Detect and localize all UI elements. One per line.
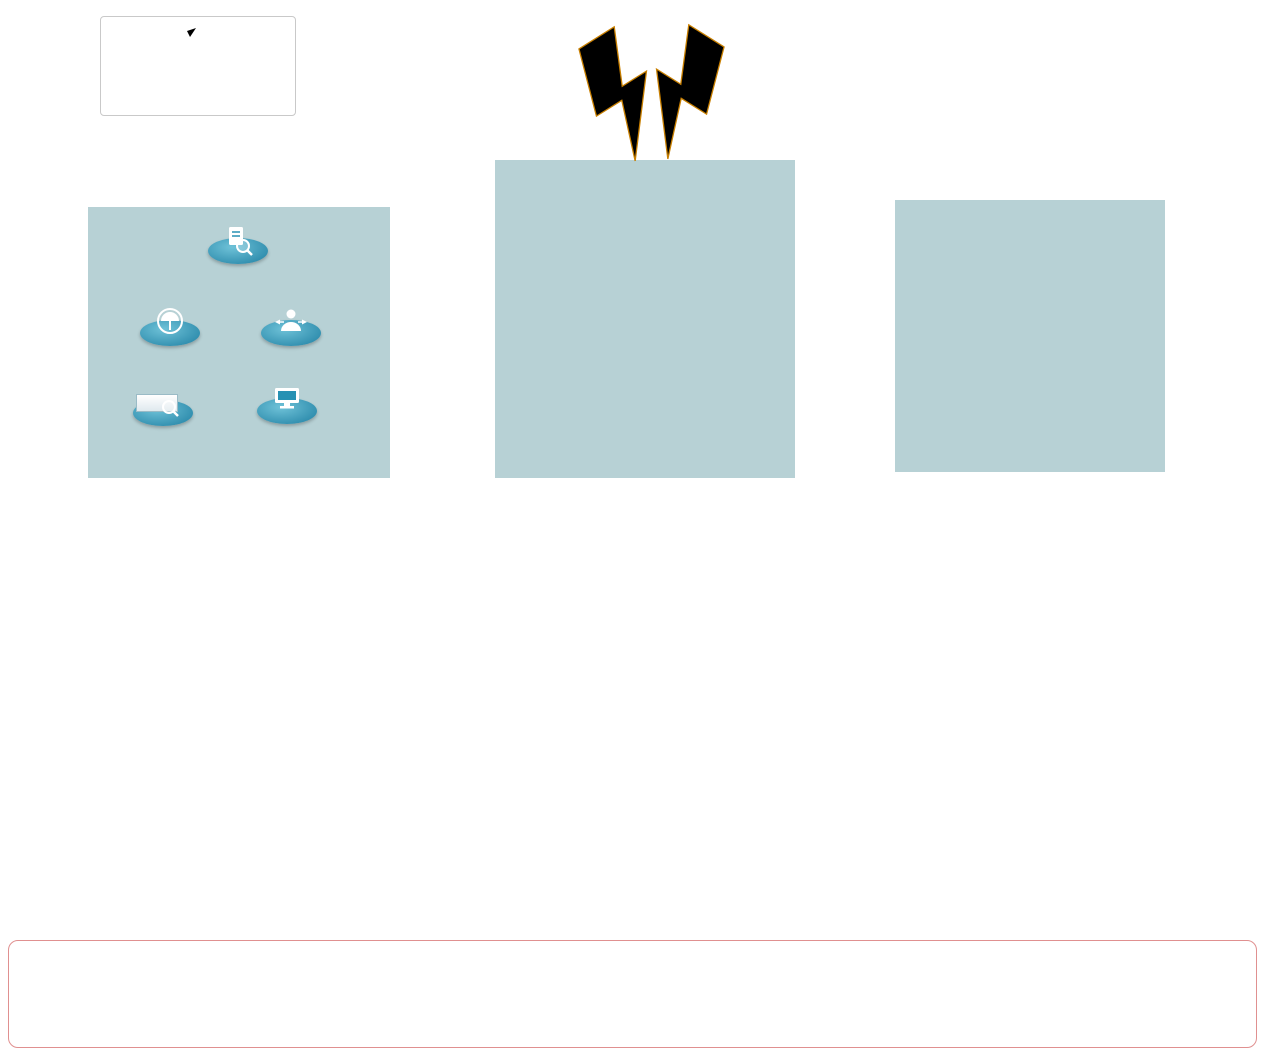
yellow-line-swatch: [111, 76, 197, 78]
ops-management-system: [248, 384, 326, 431]
black-line-swatch: [111, 97, 197, 99]
audit-log-icon: [229, 227, 253, 256]
legend-row-10g-fiber: [111, 45, 285, 65]
magnifier-icon: [162, 400, 179, 417]
legend: [100, 16, 296, 116]
netlog-system: [124, 386, 202, 433]
legend-row-dedicated-line: [111, 24, 285, 44]
lightning-bolt-icon: [578, 25, 648, 162]
legend-row-1g-copper: [111, 88, 285, 108]
lightning-bolts: [578, 23, 725, 162]
bastion-user-icon: [275, 309, 307, 331]
datacenter-zone: [495, 160, 795, 478]
lightning-bolt-icon: [655, 23, 725, 160]
legend-row-1g-fiber: [111, 67, 285, 87]
ops-monitor-icon: [275, 388, 299, 409]
endpoint-strip: [8, 940, 1257, 1048]
terminal-security: [131, 306, 209, 353]
netlog-box: [135, 394, 178, 412]
red-line-swatch: [111, 54, 197, 56]
server-zone: [895, 200, 1165, 472]
shield-umbrella-icon: [157, 308, 183, 334]
lightning-swatch-icon: [187, 27, 196, 37]
log-audit-system: [199, 224, 277, 271]
bastion-host: [252, 306, 330, 353]
